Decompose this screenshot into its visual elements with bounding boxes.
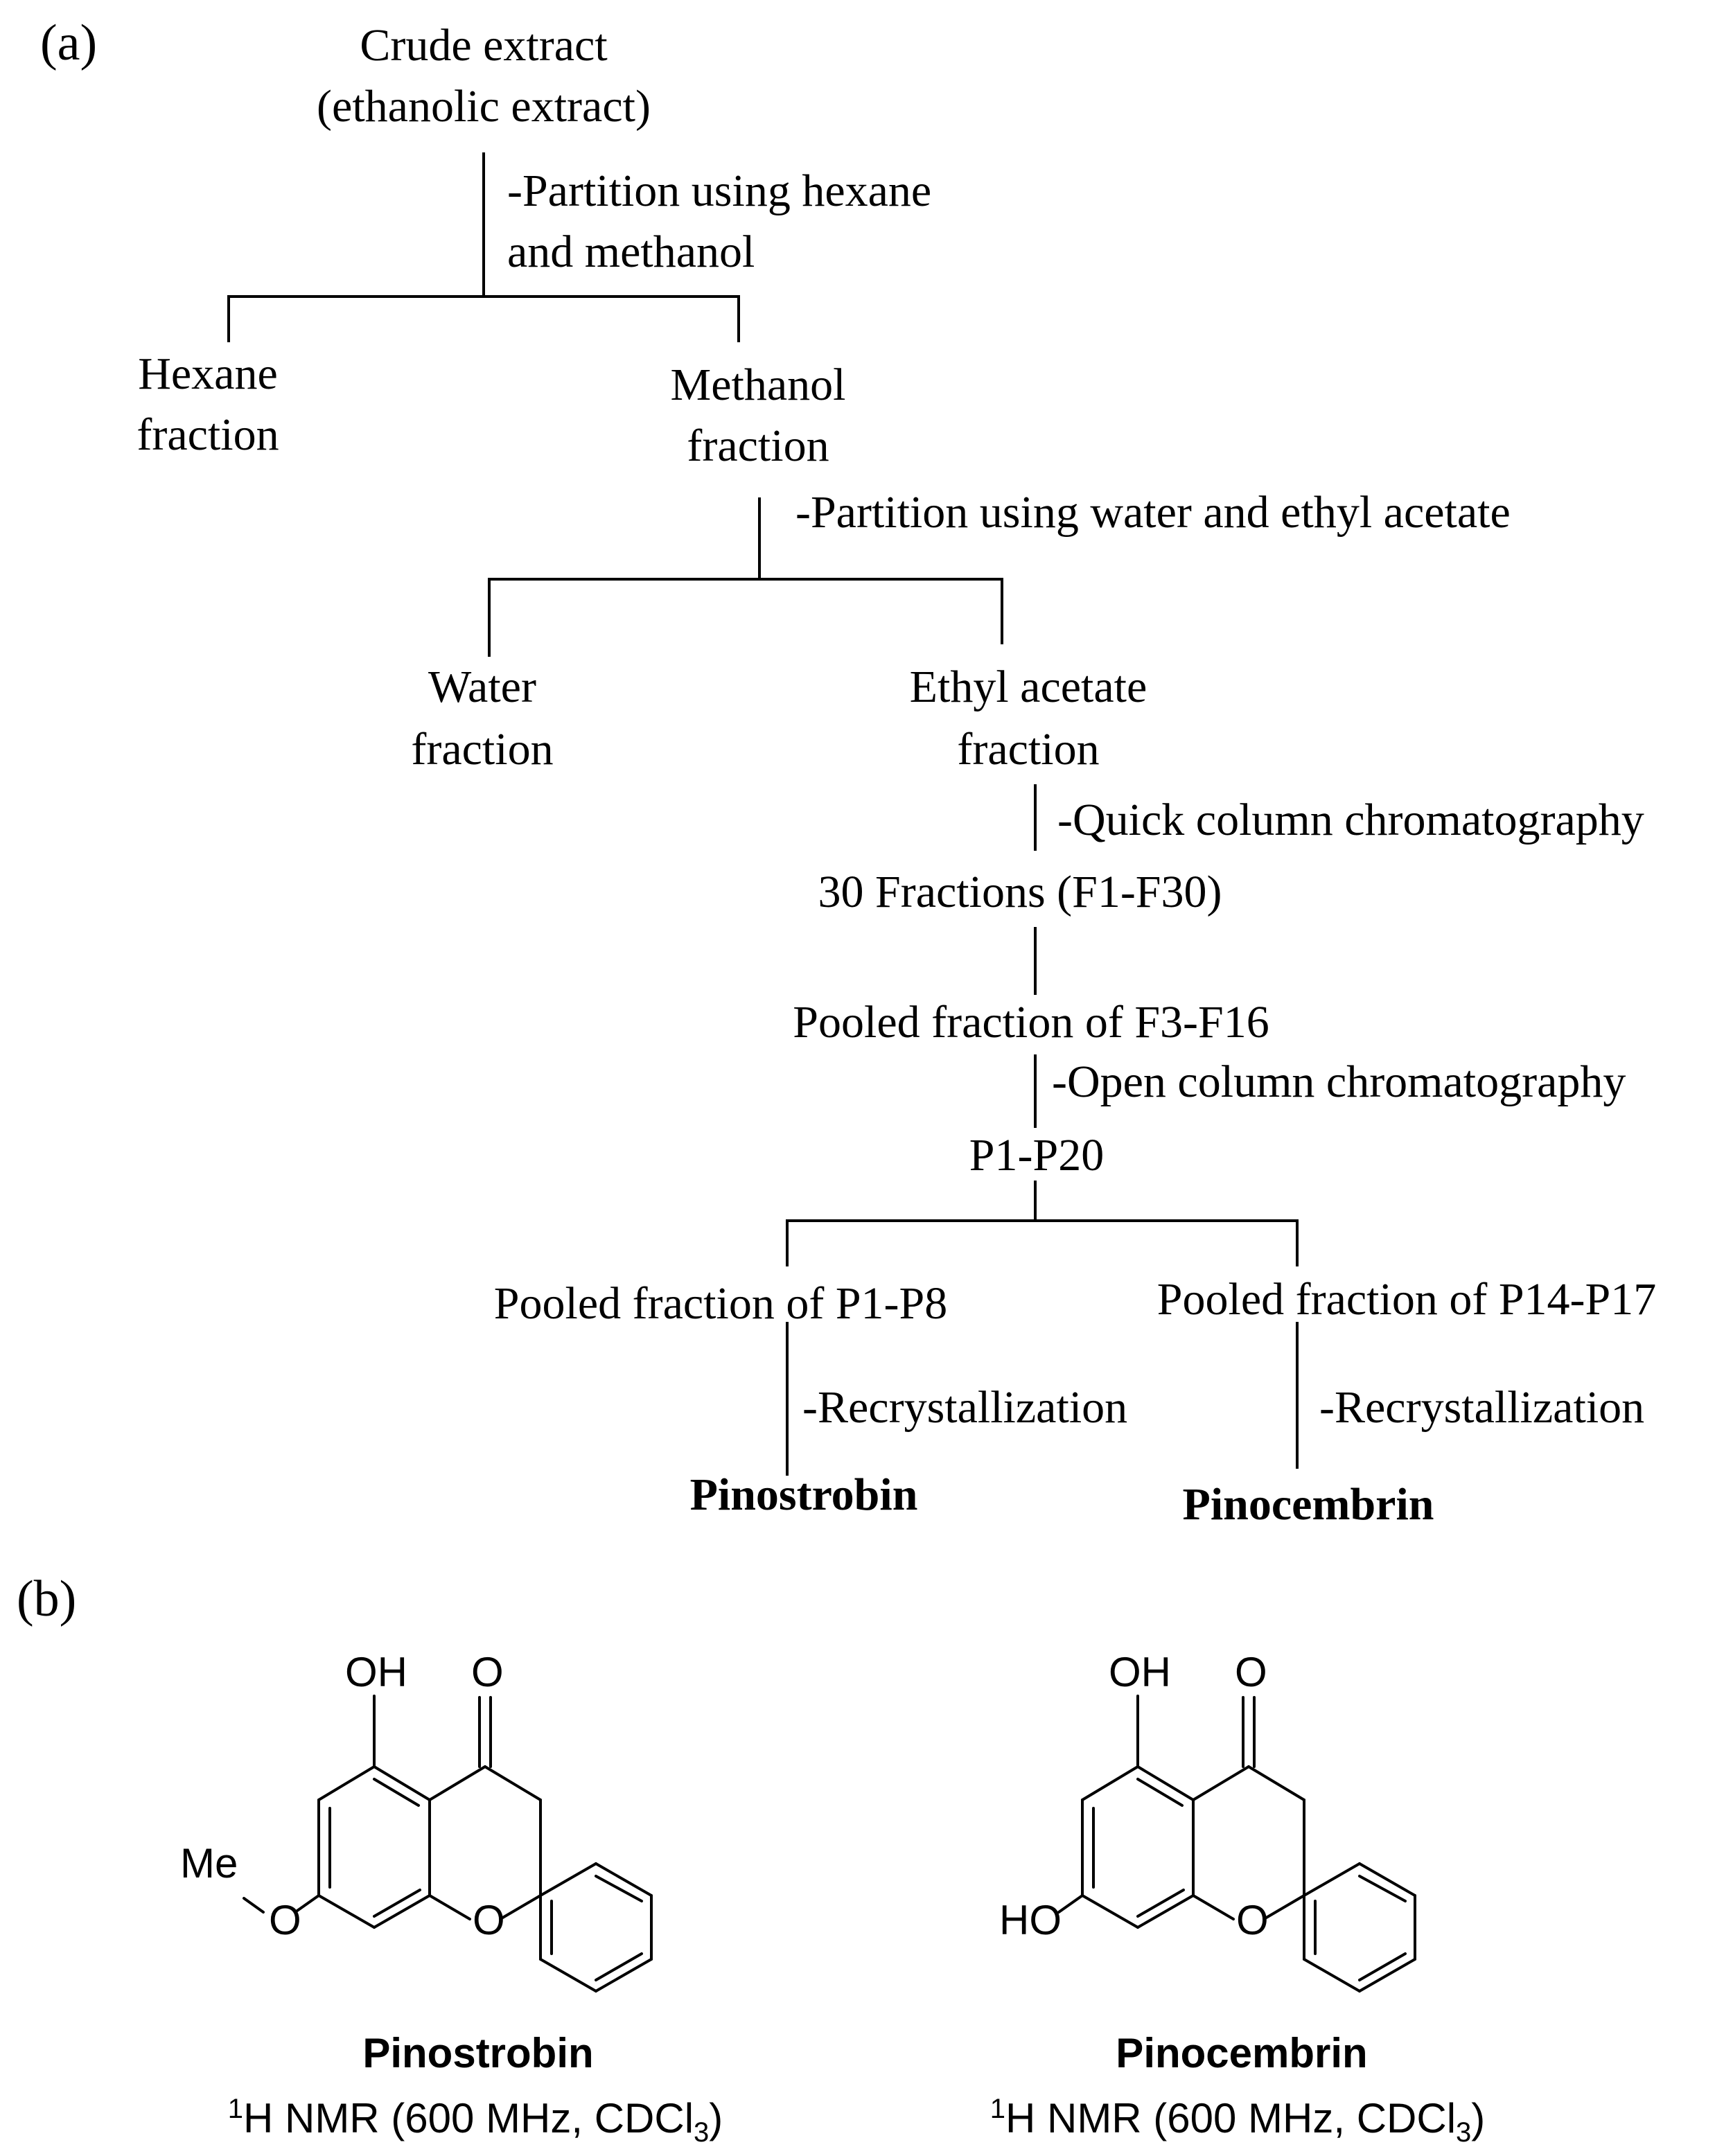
node-water-fraction-line2: fraction	[411, 724, 554, 775]
node-methanol-fraction-line2: fraction	[687, 421, 829, 471]
product-pinostrobin: Pinostrobin	[689, 1469, 918, 1520]
panel-label-a: (a)	[40, 15, 98, 71]
product-pinocembrin: Pinocembrin	[1182, 1479, 1434, 1530]
pinostrobin-ketone-o-label: O	[471, 1649, 504, 1695]
node-pooled-p14-p17: Pooled fraction of P14-P17	[1156, 1274, 1657, 1325]
node-crude-extract-line2: (ethanolic extract)	[317, 81, 651, 132]
pinocembrin-structure: OH O O HO	[999, 1649, 1416, 1992]
pinostrobin-ether-o-label: O	[269, 1897, 301, 1943]
pinocembrin-nmr-caption: 1H NMR (600 MHz, CDCl3)	[990, 2091, 1486, 2146]
node-pooled-f3-f16: Pooled fraction of F3-F16	[793, 997, 1269, 1048]
pinocembrin-ring-o-label: O	[1236, 1897, 1269, 1943]
step-quick-column: -Quick column chromatography	[1057, 795, 1644, 845]
pinostrobin-nmr-text: H NMR (600 MHz, CDCl	[243, 2095, 694, 2141]
pinocembrin-oh-label: OH	[1109, 1649, 1171, 1695]
pinostrobin-oh-label: OH	[345, 1649, 407, 1695]
pinocembrin-nmr-text: H NMR (600 MHz, CDCl	[1005, 2095, 1457, 2141]
node-ethyl-acetate-line1: Ethyl acetate	[909, 662, 1147, 712]
panel-label-b: (b)	[17, 1571, 77, 1627]
pinocembrin-structure-name: Pinocembrin	[1116, 2030, 1368, 2076]
node-methanol-fraction-line1: Methanol	[670, 360, 846, 410]
pinocembrin-nmr-sub: 3	[1456, 2117, 1472, 2148]
node-30-fractions: 30 Fractions (F1-F30)	[818, 867, 1222, 917]
pinocembrin-ho-label: HO	[999, 1897, 1062, 1943]
pinostrobin-me-label: Me	[180, 1840, 238, 1886]
pinocembrin-nmr-suffix: )	[1471, 2095, 1486, 2141]
pinostrobin-nmr-caption: 1H NMR (600 MHz, CDCl3)	[228, 2091, 723, 2146]
step-recrystallization-left: -Recrystallization	[802, 1382, 1128, 1433]
pinostrobin-structure: OH O O O Me	[180, 1649, 653, 1992]
node-water-fraction-line1: Water	[428, 662, 536, 712]
pinostrobin-nmr-suffix: )	[709, 2095, 723, 2141]
pinostrobin-ring-o-label: O	[473, 1897, 505, 1943]
step-open-column: -Open column chromatography	[1052, 1057, 1626, 1107]
node-pooled-p1-p8: Pooled fraction of P1-P8	[493, 1278, 948, 1329]
pinostrobin-structure-name: Pinostrobin	[362, 2030, 594, 2076]
node-hexane-fraction-line2: fraction	[137, 409, 279, 460]
pinostrobin-nmr-sub: 3	[694, 2117, 710, 2148]
node-crude-extract-line1: Crude extract	[360, 20, 608, 71]
step-partition-hexane-line1: -Partition using hexane	[507, 166, 932, 216]
pinocembrin-ketone-o-label: O	[1235, 1649, 1267, 1695]
pinocembrin-nmr-sup: 1	[989, 2094, 1005, 2124]
node-p1-p20: P1-P20	[969, 1130, 1105, 1181]
pinostrobin-nmr-sup: 1	[227, 2094, 243, 2124]
step-recrystallization-right: -Recrystallization	[1319, 1382, 1645, 1433]
step-partition-water: -Partition using water and ethyl acetate	[795, 487, 1511, 538]
node-ethyl-acetate-line2: fraction	[957, 724, 1100, 775]
node-hexane-fraction-line1: Hexane	[138, 348, 278, 399]
step-partition-hexane-line2: and methanol	[507, 227, 755, 277]
